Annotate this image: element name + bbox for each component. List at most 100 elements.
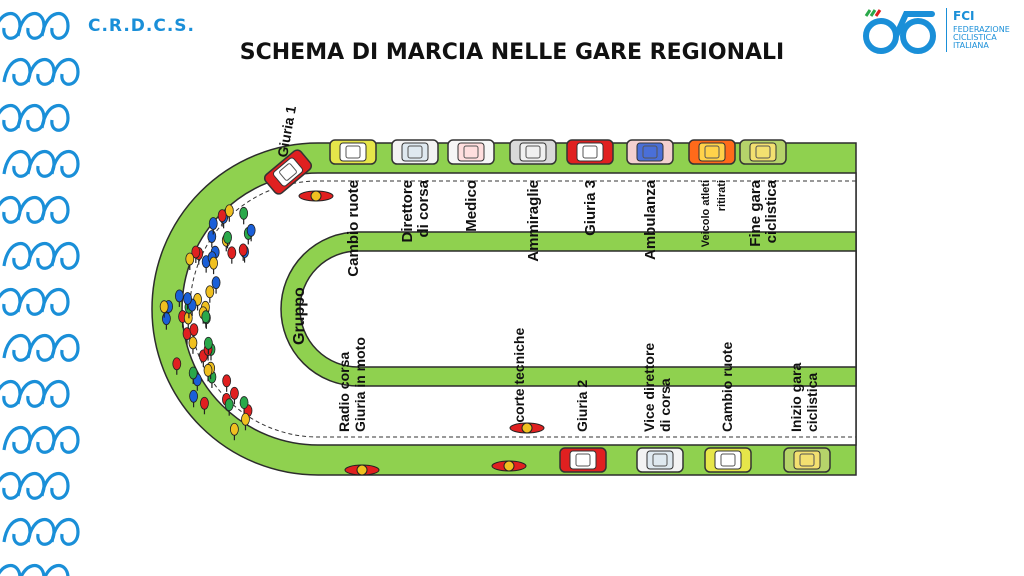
top-label-1: Direttoredi corsa: [399, 179, 432, 242]
background-swirl: [50, 517, 80, 546]
cyclist-icon: [188, 336, 198, 354]
bottom-label-5: Inizio garaciclistica: [788, 363, 820, 432]
page-title: SCHEMA DI MARCIA NELLE GARE REGIONALI: [239, 40, 785, 65]
background-swirl: [50, 425, 80, 454]
vehicle-orange-van-window: [704, 145, 720, 159]
cyclist-body: [208, 217, 218, 230]
vehicle-yellow-car-window: [720, 453, 736, 467]
cyclist-icon: [224, 204, 234, 222]
vehicle-white-car: [636, 447, 684, 473]
cyclist-body: [183, 311, 193, 325]
cyclist-icon: [189, 389, 198, 408]
vehicle-red-car-window: [582, 145, 598, 159]
top-label-line: Veicolo atleti: [700, 180, 712, 247]
bottom-label-line: Scorte tecniche: [511, 328, 527, 432]
bottom-label-line: Inizio gara: [788, 363, 804, 432]
cyclist-body: [227, 246, 237, 260]
vehicle-white-red-car: [447, 139, 495, 165]
cyclist-body: [217, 209, 227, 223]
background-swirl-pattern: [0, 11, 80, 576]
bottom-label-3: Vice direttoredi corsa: [641, 343, 673, 432]
background-swirl: [40, 471, 70, 500]
top-label-0: Cambio ruote: [345, 180, 362, 277]
cyclist-icon: [203, 336, 213, 355]
cyclist-body: [222, 374, 232, 388]
logo-line-2: CICLISTICA: [953, 33, 997, 42]
cyclist-body: [207, 230, 217, 243]
cyclist-icon: [191, 245, 201, 263]
vehicle-green-car-window: [799, 453, 815, 467]
motorbike-icon: [509, 422, 545, 434]
logo-divider: [946, 8, 947, 52]
vehicle-red-car: [566, 139, 614, 165]
cyclist-icon: [238, 243, 248, 261]
cyclist-body: [230, 386, 239, 400]
top-label-7: Fine garaciclistica: [747, 179, 780, 246]
top-label-2: Medico: [463, 180, 480, 232]
giuria1-vehicle: [263, 149, 313, 195]
bottom-row-vehicles: Radio corsaGiuria in moto Scorte tecniche…: [336, 328, 831, 473]
cyclist-body: [211, 276, 221, 290]
vehicle-green-car: [783, 447, 831, 473]
vehicle-orange-van: [688, 139, 736, 165]
top-label-5: Ambulanza: [642, 179, 659, 260]
cyclist-body: [203, 336, 213, 350]
cycling-wheels-icon: [863, 9, 936, 54]
vehicle-red-car: [559, 447, 607, 473]
top-label-4: Giuria 3: [582, 180, 599, 236]
logo-line-1: FEDERAZIONE: [953, 25, 1010, 34]
cyclist-icon: [172, 357, 182, 375]
vehicle-grey-car-window: [525, 145, 541, 159]
cyclist-body: [185, 252, 195, 266]
bottom-label-line: ciclistica: [804, 373, 820, 432]
cyclist-body: [172, 357, 182, 371]
road-center-white: [299, 250, 857, 368]
bottom-label-line: Cambio ruote: [719, 342, 735, 432]
cyclist-icon: [223, 230, 232, 249]
cyclist-icon: [227, 246, 237, 264]
cyclist-icon: [222, 374, 232, 392]
cyclist-icon: [230, 386, 239, 405]
cyclist-body: [239, 396, 249, 409]
vehicle-yellow-car-window: [345, 145, 361, 159]
vehicle-white-red-car-window: [463, 145, 479, 159]
fci-logo: FCI FEDERAZIONE CICLISTICA ITALIANA: [856, 6, 1024, 56]
background-swirl: [50, 333, 80, 362]
cyclist-icon: [174, 289, 184, 307]
cyclist-icon: [239, 396, 249, 414]
vehicle-ambulance: [626, 139, 674, 165]
org-acronym: C.R.D.C.S.: [88, 16, 196, 36]
top-row-vehicles: Cambio ruote Direttoredi corsa Medico Ammir…: [329, 139, 787, 277]
motorbike-icon: [344, 464, 380, 476]
vehicle-red-car-roof: [272, 157, 304, 187]
vehicle-red-car: [263, 149, 313, 195]
motorbike-icon: [298, 190, 334, 202]
top-label-3: Ammiraglie: [525, 180, 542, 262]
bottom-label-line: di corsa: [657, 378, 673, 432]
background-swirl: [40, 287, 70, 316]
cyclist-icon: [239, 206, 249, 225]
cyclist-body: [203, 363, 213, 377]
cyclist-body: [201, 310, 211, 324]
logo-line-3: ITALIANA: [953, 41, 989, 50]
cyclist-icon: [189, 323, 199, 341]
vehicle-ambulance-window: [642, 145, 658, 159]
cyclist-body: [183, 292, 192, 305]
vehicle-white-car-window: [652, 453, 668, 467]
motorbikes: [298, 190, 545, 476]
cyclist-icon: [159, 300, 169, 318]
top-label-line: Ammiraglie: [525, 180, 542, 262]
cyclist-icon: [230, 422, 239, 441]
cyclist-body: [230, 422, 239, 436]
vehicle-yellow-car: [329, 139, 377, 165]
bottom-label-0: Radio corsaGiuria in moto: [336, 337, 368, 432]
motorbike-icon: [491, 460, 527, 472]
cyclist-icon: [241, 412, 250, 431]
top-label-line: ritirati: [716, 180, 728, 211]
cyclist-body: [174, 289, 184, 303]
cyclist-body: [188, 336, 198, 350]
cyclist-icon: [183, 311, 193, 329]
top-label-line: Fine gara: [747, 179, 764, 246]
